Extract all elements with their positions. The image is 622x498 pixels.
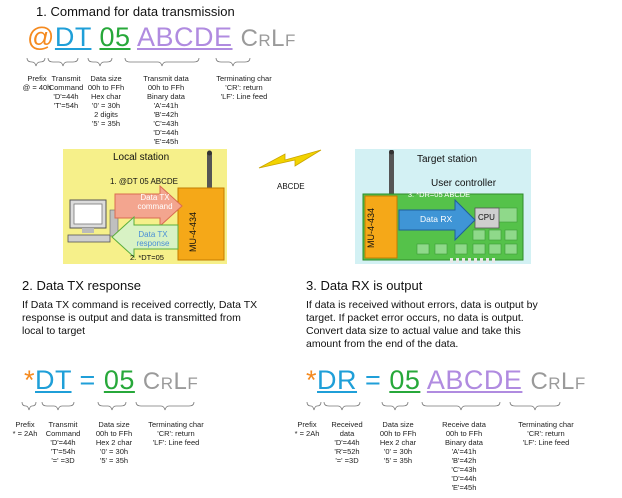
- brace-transmit-1: [47, 57, 79, 67]
- label-prefix-2: Prefix* = 2Ah: [12, 420, 38, 438]
- term-crlf-3: CrLf: [530, 368, 586, 395]
- module-local-label: MU-4-434: [188, 212, 198, 253]
- local-station-title: Local station: [113, 152, 170, 163]
- tx-response-label: Data TX response: [136, 230, 170, 248]
- section2-title: 2. Data TX response: [22, 278, 141, 293]
- section1-command: @DT 05 ABCDE CrLf: [27, 24, 296, 51]
- tx-command-label: Data TX command: [137, 193, 173, 211]
- data-abcde-3: ABCDE: [426, 365, 523, 395]
- equals-2: =: [79, 365, 96, 395]
- section1-title: 1. Command for data transmission: [36, 4, 235, 19]
- term-crlf-2: CrLf: [142, 368, 199, 395]
- cpu-label: CPU: [478, 213, 495, 222]
- label-term-3: Terminating char'CR': return 'LF': Line …: [518, 420, 574, 447]
- target-station-title: Target station: [417, 154, 478, 165]
- data-rx-arrow: [398, 198, 476, 242]
- data-rx-label: Data RX: [420, 214, 453, 224]
- brace-size-2: [97, 401, 127, 411]
- brace-data-1: [124, 57, 200, 67]
- wireless-bolt-icon: [258, 149, 322, 169]
- local-response-text: 2. *DT=05: [130, 253, 164, 262]
- brace-term-1: [215, 57, 251, 67]
- label-prefix-3: Prefix* = 2Ah: [294, 420, 320, 438]
- tx-command-arrow: [114, 184, 183, 228]
- label-term-1: Terminating char'CR': return 'LF': Line …: [216, 74, 272, 101]
- brace-prefix-2: [21, 401, 37, 411]
- data-abcde: ABCDE: [137, 22, 233, 52]
- data-size-05-2: 05: [103, 365, 135, 395]
- section2-paragraph: If Data TX command is received correctly…: [22, 299, 258, 337]
- command-dt-2: DT: [35, 365, 72, 395]
- module-target-label: MU-4-434: [366, 208, 376, 249]
- antenna-target: [389, 152, 394, 196]
- user-controller-label: User controller: [431, 178, 497, 189]
- label-term-2: Terminating char'CR': return 'LF': Line …: [148, 420, 204, 447]
- brace-term-2: [135, 401, 195, 411]
- computer-icon: [67, 199, 119, 243]
- brace-prefix-3: [306, 401, 322, 411]
- brace-transmit-2: [41, 401, 75, 411]
- equals-3: =: [365, 365, 382, 395]
- prefix-at: @: [27, 22, 55, 52]
- target-response-text: 3. *DR=05 ABCDE: [407, 190, 471, 199]
- section3-command: *DR = 05 ABCDE CrLf: [306, 367, 586, 394]
- tx-response-arrow: [111, 215, 179, 259]
- link-data-label: ABCDE: [277, 182, 305, 191]
- section2-command: *DT = 05 CrLf: [24, 367, 198, 394]
- cpu-chip: [474, 207, 500, 229]
- prefix-star-2: *: [24, 365, 36, 395]
- data-size-05-3: 05: [389, 365, 421, 395]
- section3-title: 3. Data RX is output: [306, 278, 423, 293]
- command-dt: DT: [54, 22, 92, 52]
- prefix-star-3: *: [306, 365, 318, 395]
- antenna-local: [207, 153, 212, 189]
- label-prefix-1: Prefix@ = 40h: [22, 74, 52, 92]
- brace-prefix-1: [26, 57, 46, 67]
- command-dr-3: DR: [317, 365, 358, 395]
- brace-term-3: [509, 401, 561, 411]
- section3-paragraph: If data is received without errors, data…: [306, 299, 538, 350]
- local-command-text: 1. @DT 05 ABCDE: [110, 177, 178, 186]
- target-station-graphic: [362, 150, 524, 263]
- module-local: [177, 187, 225, 261]
- brace-data-3: [421, 401, 501, 411]
- brace-received-3: [323, 401, 361, 411]
- brace-size-3: [381, 401, 409, 411]
- data-size-05: 05: [99, 22, 131, 52]
- term-crlf: CrLf: [240, 25, 296, 52]
- local-station-graphic: [67, 150, 225, 261]
- brace-size-1: [87, 57, 113, 67]
- module-target: [364, 195, 398, 259]
